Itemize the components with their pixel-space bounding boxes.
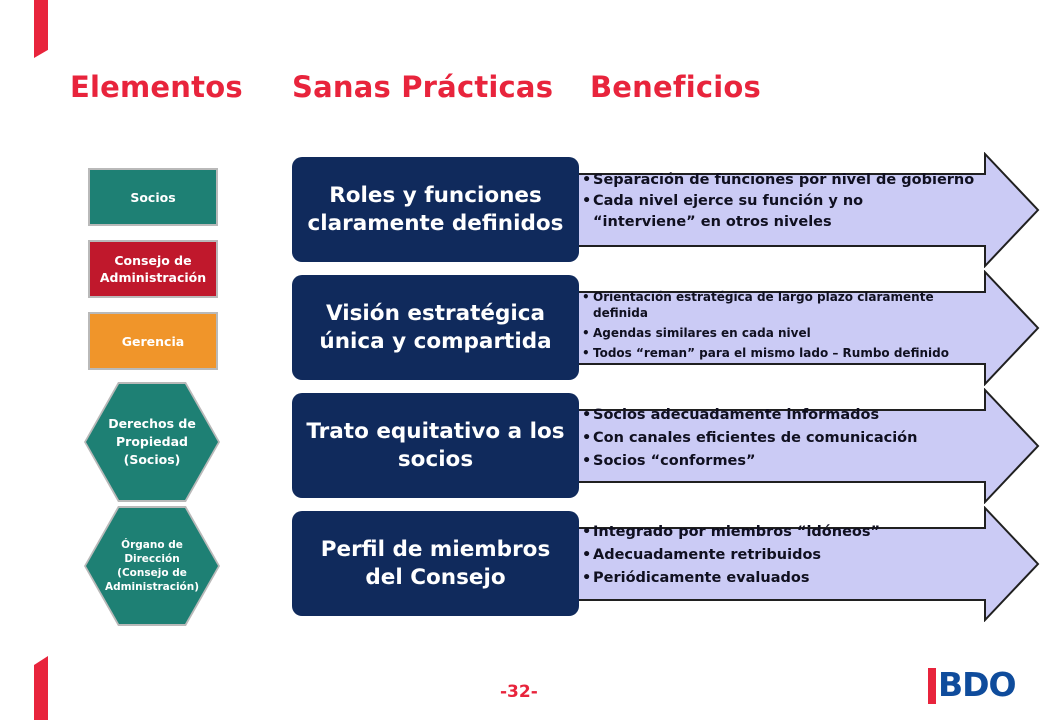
practice-vision: Visión estratégica única y compartida [292,275,579,380]
element-organo-label-3: (Consejo de [117,567,187,579]
benefit-item: Separación de funciones por nivel de gob… [580,170,1030,191]
practice-perfil-title: Perfil de miembros del Consejo [320,536,551,590]
benefit-list-roles: Separación de funciones por nivel de gob… [580,170,1030,233]
logo-bar-icon [928,668,936,704]
element-derechos-label-1: Derechos de [108,416,196,431]
page-number: -32- [500,682,538,702]
element-organo-label-4: Administración) [104,581,200,593]
element-organo-hexagon: Órgano de Dirección (Consejo de Administ… [84,506,220,626]
element-gerencia-label: Gerencia [121,333,185,349]
benefit-item: Integrado por miembros “idóneos” [580,522,1020,543]
practice-vision-title: Visión estratégica única y compartida [319,300,552,354]
top-accent-bar [34,0,48,58]
element-gerencia: Gerencia [88,312,218,370]
benefit-list-perfil: Integrado por miembros “idóneos” Adecuad… [580,522,1020,589]
bdo-logo: BDO [924,664,1022,708]
benefit-list-trato: Socios adecuadamente informados Con cana… [580,405,1020,472]
element-socios-label: Socios [130,189,176,205]
practice-roles: Roles y funciones claramente definidos [292,157,579,262]
practice-perfil: Perfil de miembros del Consejo [292,511,579,616]
bottom-accent-bar [34,656,48,720]
benefit-item: Con canales eficientes de comunicación [580,428,1020,449]
benefit-item: Cada nivel ejerce su función y no “inter… [580,191,1030,233]
header-elementos: Elementos [70,70,243,104]
element-derechos-hexagon: Derechos de Propiedad (Socios) [84,382,220,502]
element-organo-label-2: Dirección [124,553,180,565]
element-derechos-label-3: (Socios) [123,452,181,467]
header-beneficios: Beneficios [590,70,761,104]
practice-trato-title: Trato equitativo a los socios [306,418,565,472]
benefit-item: Socios adecuadamente informados [580,405,1020,426]
element-derechos-label-2: Propiedad [116,434,188,449]
element-organo-label-1: Órgano de [121,539,183,551]
practice-roles-title: Roles y funciones claramente definidos [307,182,564,236]
practice-trato: Trato equitativo a los socios [292,393,579,498]
element-consejo-label-1: Consejo de [114,253,192,268]
benefit-item: Agendas similares en cada nivel [580,325,1000,341]
element-socios: Socios [88,168,218,226]
benefit-item: Adecuadamente retribuidos [580,545,1020,566]
element-consejo: Consejo de Administración [88,240,218,298]
benefit-item: Todos “reman” para el mismo lado – Rumbo… [580,345,1000,361]
benefit-item: Socios “conformes” [580,451,1020,472]
benefit-item: Orientación estratégica de largo plazo c… [580,289,1000,321]
benefit-list-vision: Orientación estratégica de largo plazo c… [580,289,1000,361]
header-practicas: Sanas Prácticas [292,70,554,104]
element-consejo-label-2: Administración [99,270,207,285]
logo-text: BDO [938,665,1017,704]
benefit-item: Periódicamente evaluados [580,568,1020,589]
